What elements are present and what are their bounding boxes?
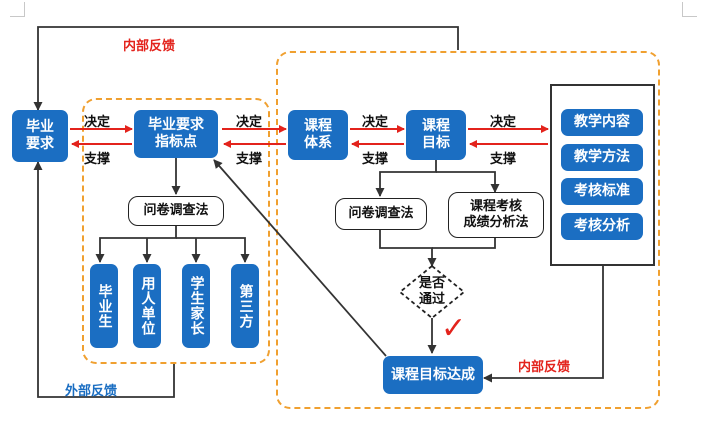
indicator-group-frame [82, 98, 270, 364]
score-to-decision [432, 238, 496, 249]
objectives-to-survey [375, 160, 437, 197]
decide-label-4: 决定 [490, 115, 517, 130]
external-feedback-label: 外部反馈 [65, 384, 118, 399]
corner-mark-right [682, 2, 697, 17]
graduation-requirements-node[interactable]: 毕业 要求 [12, 110, 68, 162]
flow-lines [33, 26, 604, 398]
objectives-achieved-node[interactable]: 课程目标达成 [383, 356, 483, 394]
corner-mark-left [10, 2, 25, 17]
support-label-2: 支撑 [236, 152, 263, 167]
stakeholder-node-third-party[interactable]: 第三方 [231, 264, 259, 348]
internal-feedback-label-top: 内部反馈 [123, 39, 176, 54]
decision-diamond [398, 264, 466, 320]
assessment-analysis-node[interactable]: 考核分析 [561, 213, 643, 240]
pass-check-icon: ✓ [441, 311, 467, 346]
internal-feedback-loop-top [33, 26, 459, 111]
achieved-to-indicators [213, 159, 387, 357]
assessment-standards-node[interactable]: 考核标准 [561, 178, 643, 205]
stakeholder-node-graduates[interactable]: 毕业生 [90, 264, 118, 348]
teaching-content-node[interactable]: 教学内容 [561, 109, 643, 136]
course-system-node[interactable]: 课程 体系 [288, 110, 348, 160]
decide-label-3: 决定 [362, 115, 389, 130]
survey-method-right-node[interactable]: 问卷调查法 [335, 198, 427, 230]
internal-feedback-loop-right [483, 266, 604, 383]
decide-support-arrows [70, 125, 549, 148]
objectives-to-score [436, 171, 500, 193]
decide-label-1: 决定 [84, 115, 111, 130]
support-label-4: 支撑 [490, 152, 517, 167]
stakeholder-node-employers[interactable]: 用人单位 [133, 264, 161, 348]
decision-label: 是否 通过 [418, 276, 445, 307]
decide-label-2: 决定 [236, 115, 263, 130]
requirement-indicators-node[interactable]: 毕业要求 指标点 [134, 110, 218, 158]
score-analysis-method-node[interactable]: 课程考核 成绩分析法 [448, 192, 544, 238]
survey-branch [95, 226, 177, 263]
teaching-methods-node[interactable]: 教学方法 [561, 144, 643, 171]
stakeholder-node-parents[interactable]: 学生家长 [182, 264, 210, 348]
survey-branch-4 [176, 237, 250, 263]
support-label-1: 支撑 [84, 152, 111, 167]
course-objectives-node[interactable]: 课程 目标 [406, 110, 466, 160]
survey-to-decision [379, 230, 437, 267]
survey-method-left-node[interactable]: 问卷调查法 [128, 196, 224, 226]
external-feedback-loop [33, 161, 175, 398]
support-label-3: 支撑 [362, 152, 389, 167]
course-group-frame [276, 51, 660, 409]
internal-feedback-label-right: 内部反馈 [518, 360, 571, 375]
